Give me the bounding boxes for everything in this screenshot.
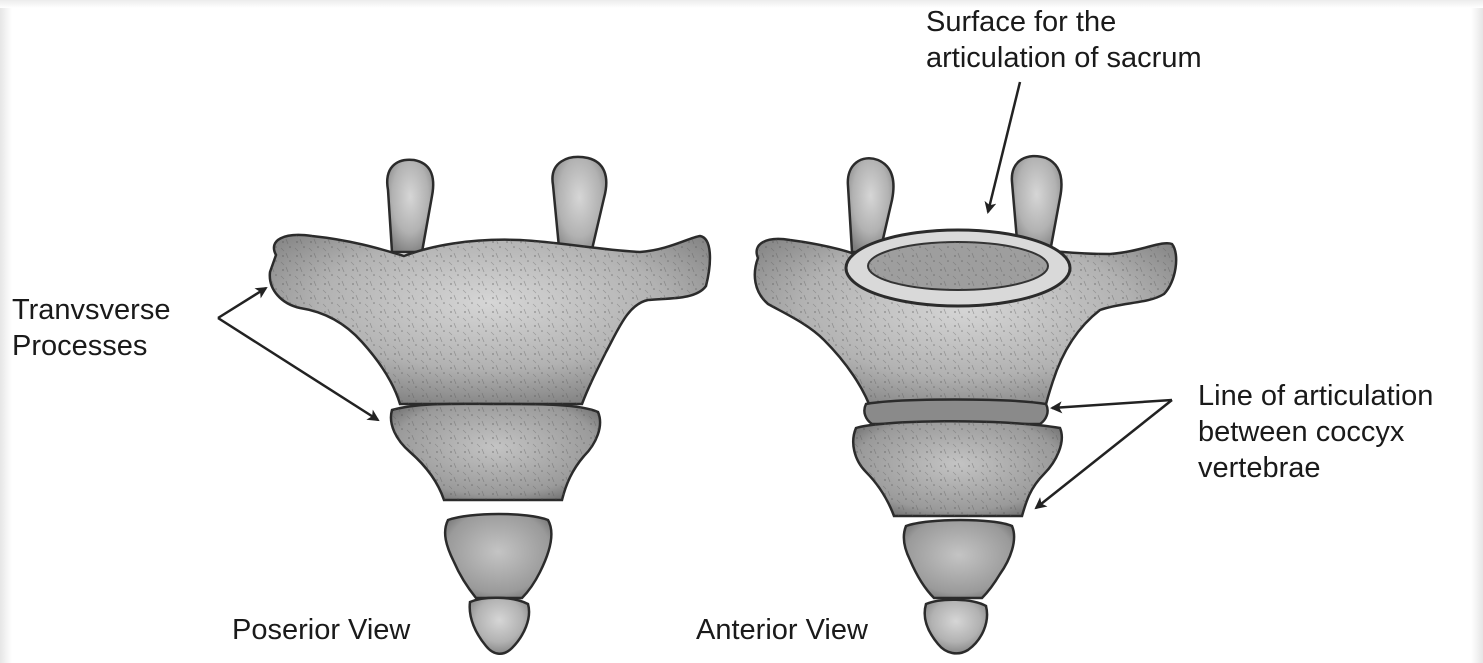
- line-of-articulation-label: Line of articulation between coccyx vert…: [1198, 378, 1433, 486]
- arrow-articulation-upper: [1052, 400, 1172, 408]
- articulation-label-line-2: between coccyx: [1198, 414, 1433, 450]
- anterior-tip-segment: [925, 600, 987, 654]
- transverse-label-line-2: Processes: [12, 328, 170, 364]
- anterior-view-caption: Anterior View: [696, 612, 868, 648]
- posterior-tip-segment: [470, 598, 529, 654]
- surface-label-line-2: articulation of sacrum: [926, 40, 1202, 76]
- surface-label: Surface for the articulation of sacrum: [926, 4, 1202, 76]
- posterior-left-cornu: [387, 160, 433, 252]
- transverse-label-line-1: Tranvsverse: [12, 292, 170, 328]
- posterior-coccyx: [270, 157, 710, 654]
- articulation-label-line-3: vertebrae: [1198, 450, 1433, 486]
- anterior-third-segment: [904, 520, 1014, 598]
- arrow-transverse-upper: [218, 288, 266, 318]
- posterior-third-segment: [445, 514, 551, 598]
- transverse-processes-label: Tranvsverse Processes: [12, 292, 170, 364]
- surface-label-line-1: Surface for the: [926, 4, 1202, 40]
- articulation-label-line-1: Line of articulation: [1198, 378, 1433, 414]
- posterior-view-caption: Poserior View: [232, 612, 410, 648]
